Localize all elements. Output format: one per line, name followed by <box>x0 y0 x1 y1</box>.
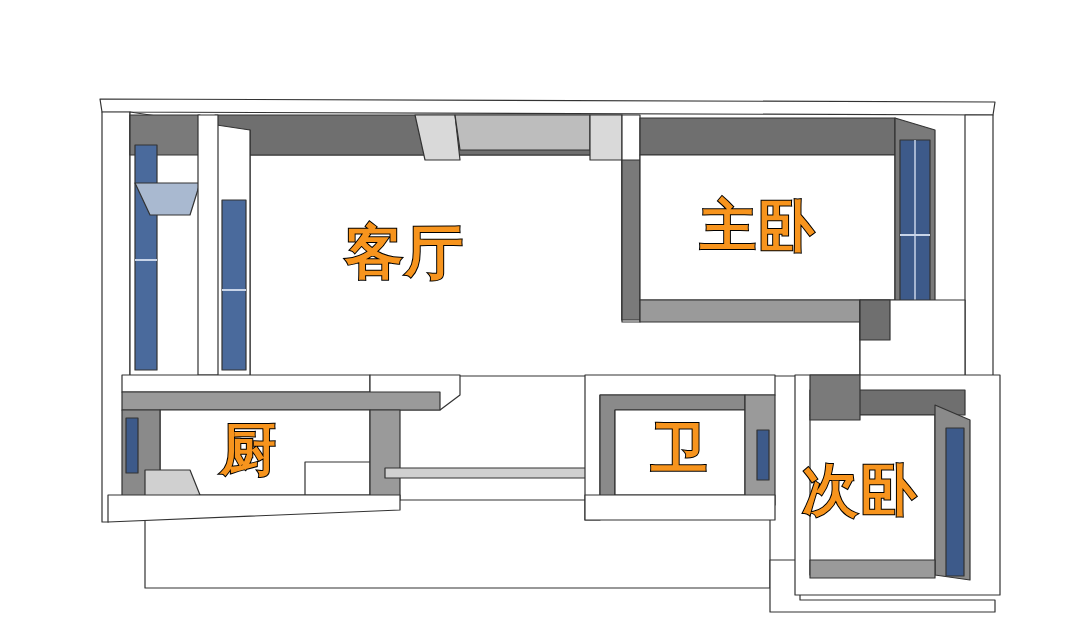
room-label: 卫 <box>651 420 709 476</box>
room-label: 客厅 <box>345 223 465 281</box>
room-label: 主卧 <box>700 198 816 254</box>
room-label: 厨 <box>220 422 278 478</box>
room-label: 次卧 <box>802 462 918 518</box>
